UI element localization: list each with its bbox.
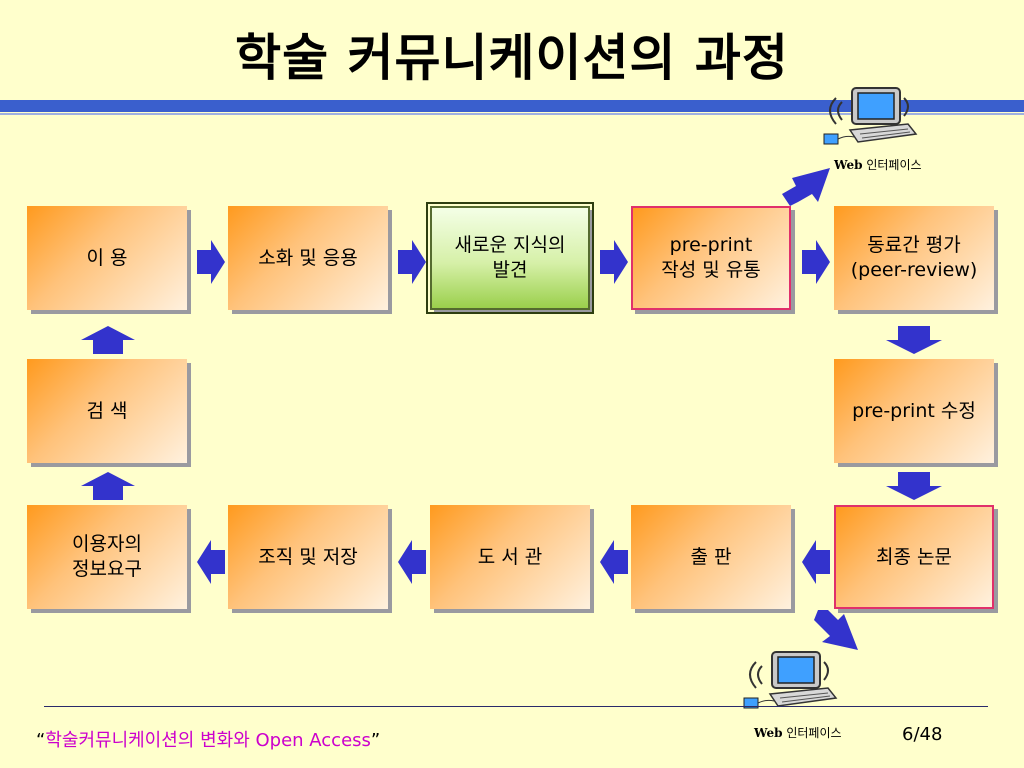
arrow-left-icon <box>802 540 830 584</box>
title-accent-bar <box>0 100 1024 112</box>
arrow-up-icon <box>81 326 135 354</box>
arrow-up-icon <box>81 472 135 500</box>
computer-icon-bottom <box>743 651 838 709</box>
arrow-left-icon <box>197 540 225 584</box>
node-revision: pre-print 수정 <box>834 359 994 463</box>
arrow-diagonal-down-icon <box>814 610 858 650</box>
arrow-left-icon <box>398 540 426 584</box>
page-title: 학술 커뮤니케이션의 과정 <box>235 29 789 87</box>
node-search: 검 색 <box>27 359 187 463</box>
footer-title: “학술커뮤니케이션의 변화와 Open Access” <box>36 730 381 751</box>
arrow-right-icon <box>802 240 830 284</box>
arrow-down-icon <box>886 472 942 500</box>
arrow-diagonal-up-icon <box>782 168 830 206</box>
footer-divider <box>44 706 988 707</box>
arrow-left-icon <box>600 540 628 584</box>
node-digestion: 소화 및 응용 <box>228 206 388 310</box>
node-use: 이 용 <box>27 206 187 310</box>
title-accent-line <box>0 113 1024 115</box>
computer-icon-top <box>823 87 918 145</box>
arrow-right-icon <box>600 240 628 284</box>
web-interface-label-top: Web 인터페이스 <box>834 158 922 172</box>
arrow-right-icon <box>197 240 225 284</box>
arrow-right-icon <box>398 240 426 284</box>
node-publish: 출 판 <box>631 505 791 609</box>
web-interface-label-bottom: Web 인터페이스 <box>754 726 842 740</box>
node-peer-review: 동료간 평가(peer-review) <box>834 206 994 310</box>
arrow-down-icon <box>886 326 942 354</box>
page-number: 6/48 <box>902 724 943 745</box>
node-final-paper: 최종 논문 <box>834 505 994 609</box>
node-organize: 조직 및 저장 <box>228 505 388 609</box>
node-library: 도 서 관 <box>430 505 590 609</box>
